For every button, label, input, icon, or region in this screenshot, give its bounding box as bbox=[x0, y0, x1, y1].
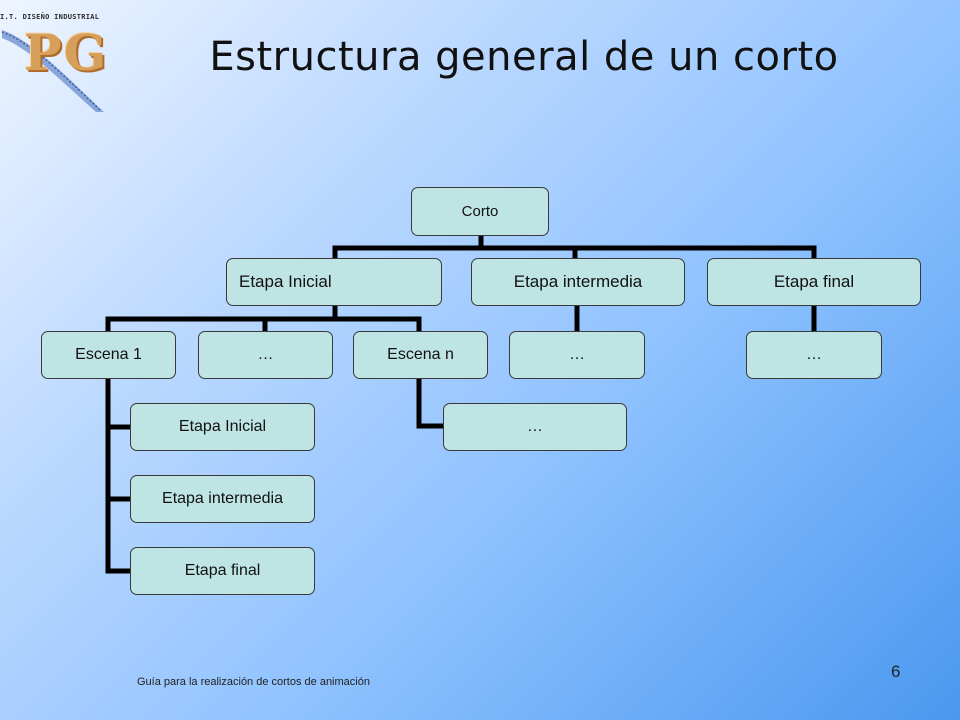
node-scene1-final: Etapa final bbox=[130, 547, 315, 595]
connector-root-to-stages bbox=[332, 233, 817, 263]
page-number: 6 bbox=[891, 662, 901, 681]
connector-initial-to-scenes bbox=[105, 303, 422, 334]
node-scene1-middle: Etapa intermedia bbox=[130, 475, 315, 523]
node-scene-1: Escena 1 bbox=[41, 331, 176, 379]
node-scene-n-child: … bbox=[443, 403, 627, 451]
node-root: Corto bbox=[411, 187, 549, 236]
logo-caption: I.T. DISEÑO INDUSTRIAL bbox=[0, 13, 100, 21]
node-stage-final: Etapa final bbox=[707, 258, 921, 306]
connector-scene1-children bbox=[105, 376, 134, 574]
footer-text: Guía para la realización de cortos de an… bbox=[137, 676, 370, 688]
node-scene-n: Escena n bbox=[353, 331, 488, 379]
connector-scene-n-child bbox=[416, 376, 447, 429]
logo-swoosh-icon bbox=[1, 30, 104, 112]
page-title: Estructura general de un corto bbox=[209, 34, 839, 80]
node-middle-child: … bbox=[509, 331, 645, 379]
logo: I.T. DISEÑO INDUSTRIAL PG bbox=[0, 0, 120, 115]
logo-letters: PG bbox=[24, 23, 109, 82]
node-stage-initial: Etapa Inicial bbox=[226, 258, 442, 306]
node-scene-ellipsis: … bbox=[198, 331, 333, 379]
node-scene1-initial: Etapa Inicial bbox=[130, 403, 315, 451]
node-stage-middle: Etapa intermedia bbox=[471, 258, 685, 306]
node-final-child: … bbox=[746, 331, 882, 379]
